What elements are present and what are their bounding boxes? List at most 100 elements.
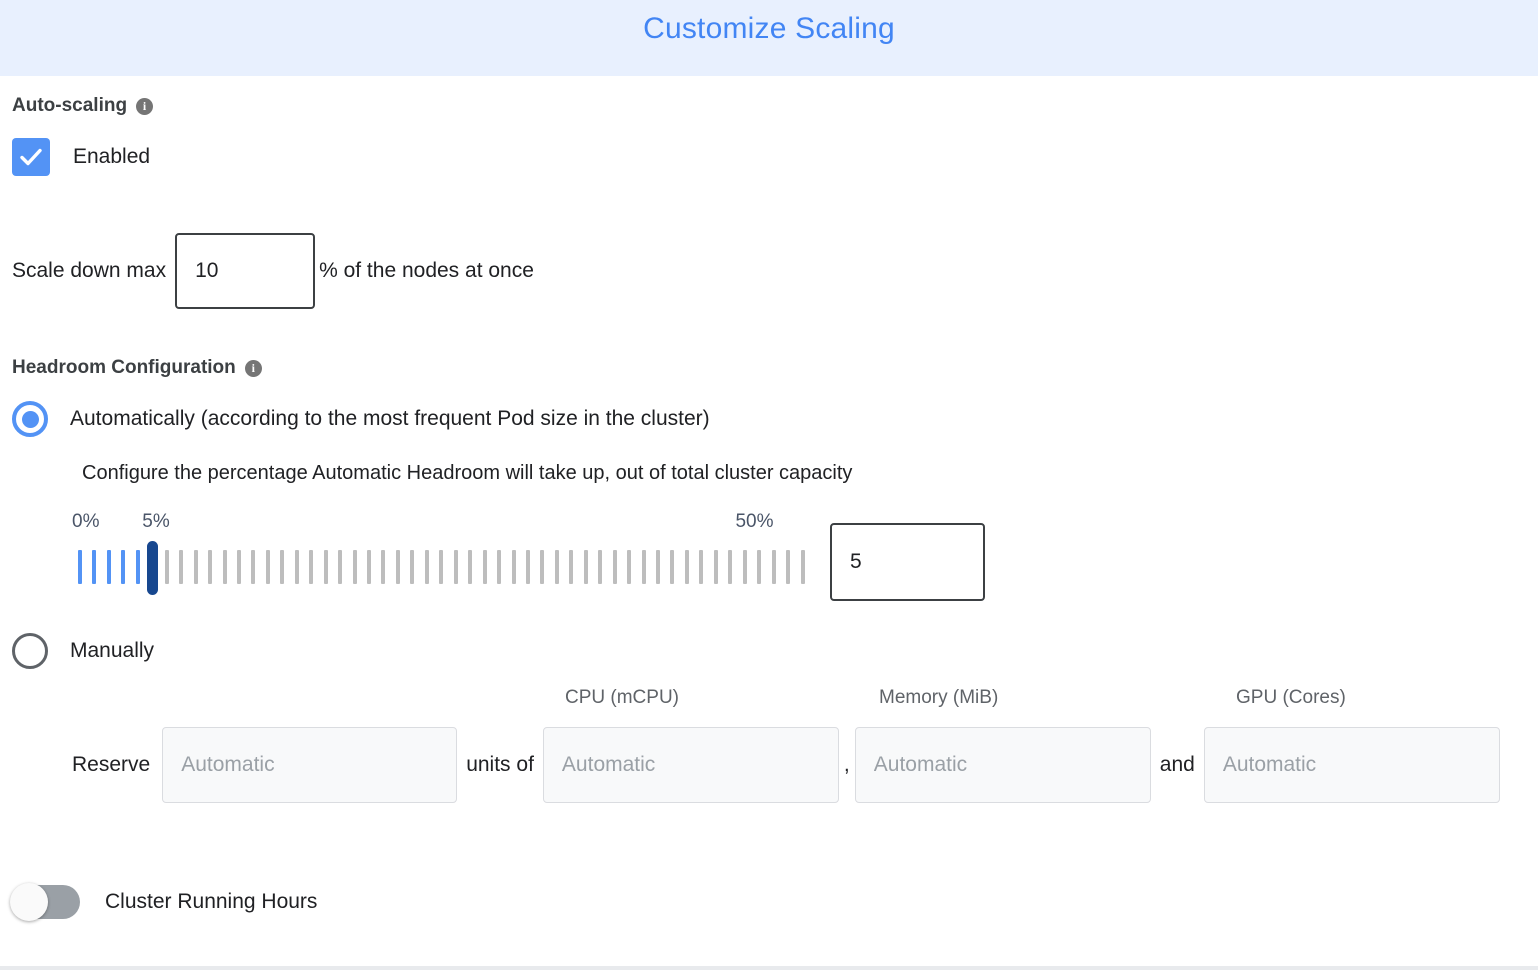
slider-max-label: 50% bbox=[735, 511, 774, 532]
slider-thumb[interactable] bbox=[146, 541, 158, 595]
scale-down-max-row: Scale down max % of the nodes at once bbox=[12, 233, 1526, 309]
manual-column-headers: CPU (mCPU) Memory (MiB) GPU (Cores) bbox=[12, 687, 1526, 717]
slider-tick[interactable] bbox=[583, 550, 588, 584]
slider-tick[interactable] bbox=[367, 550, 371, 584]
slider-tick[interactable] bbox=[482, 550, 487, 584]
slider-tick[interactable] bbox=[78, 550, 82, 584]
headroom-percentage-input[interactable] bbox=[830, 523, 985, 601]
slider-tick[interactable] bbox=[179, 550, 184, 584]
slider-tick[interactable] bbox=[352, 550, 357, 584]
slider-tick[interactable] bbox=[338, 550, 343, 584]
column-header-cpu: CPU (mCPU) bbox=[565, 687, 679, 708]
enabled-label: Enabled bbox=[73, 145, 151, 168]
slider-tick[interactable] bbox=[786, 550, 791, 584]
slider-tick[interactable] bbox=[121, 550, 126, 584]
slider-tick[interactable] bbox=[106, 550, 111, 584]
column-header-memory: Memory (MiB) bbox=[879, 687, 999, 708]
slider-tick[interactable] bbox=[236, 550, 241, 584]
slider-tick[interactable] bbox=[497, 550, 502, 584]
slider-tick[interactable] bbox=[410, 550, 415, 584]
column-header-gpu: GPU (Cores) bbox=[1236, 687, 1346, 708]
info-icon[interactable]: i bbox=[136, 97, 154, 115]
slider-tick[interactable] bbox=[554, 550, 559, 584]
bottom-divider bbox=[0, 966, 1538, 970]
checkmark-icon bbox=[20, 148, 42, 166]
reserve-cpu-input[interactable] bbox=[542, 727, 839, 803]
slider-tick[interactable] bbox=[713, 550, 718, 584]
radio-automatic[interactable] bbox=[12, 401, 48, 437]
reserve-gpu-input[interactable] bbox=[1203, 727, 1500, 803]
slider-tick[interactable] bbox=[323, 550, 328, 584]
slider-tick[interactable] bbox=[395, 550, 400, 584]
slider-tick[interactable] bbox=[511, 550, 516, 584]
slider-tick[interactable] bbox=[684, 550, 689, 584]
slider-tick[interactable] bbox=[222, 550, 227, 584]
manual-reserve-row: Reserve units of , and bbox=[12, 727, 1526, 803]
slider-tick[interactable] bbox=[280, 550, 285, 584]
slider-tick[interactable] bbox=[670, 550, 675, 584]
scale-down-max-label: Scale down max bbox=[12, 259, 167, 282]
slider-tick[interactable] bbox=[92, 550, 97, 584]
dialog-header: Customize Scaling bbox=[0, 0, 1538, 76]
radio-manually[interactable] bbox=[12, 633, 48, 669]
reserve-units-input[interactable] bbox=[162, 727, 458, 803]
cluster-running-hours-row: Cluster Running Hours bbox=[10, 883, 1526, 921]
slider-tick[interactable] bbox=[424, 550, 429, 584]
headroom-manual-row: Manually bbox=[12, 633, 1526, 669]
reserve-memory-input[interactable] bbox=[854, 727, 1151, 803]
headroom-label: Headroom Configuration bbox=[12, 357, 236, 378]
slider-tick[interactable] bbox=[612, 550, 617, 584]
headroom-section-title: Headroom Configuration i bbox=[12, 357, 1526, 379]
radio-automatic-label: Automatically (according to the most fre… bbox=[70, 407, 710, 430]
slider-tick[interactable] bbox=[164, 550, 169, 584]
slider-tick[interactable] bbox=[771, 550, 776, 584]
radio-manually-label: Manually bbox=[70, 639, 155, 662]
scale-down-max-suffix: % of the nodes at once bbox=[319, 259, 534, 282]
slider-tick[interactable] bbox=[742, 550, 747, 584]
slider-tick[interactable] bbox=[265, 550, 270, 584]
slider-min-label: 0% bbox=[72, 511, 100, 532]
slider-tick[interactable] bbox=[656, 550, 660, 584]
slider-tick[interactable] bbox=[525, 550, 530, 584]
slider-tick-labels: 0% 5% 50% bbox=[12, 511, 1526, 537]
slider-tick[interactable] bbox=[757, 550, 762, 584]
scale-down-max-input[interactable] bbox=[175, 233, 316, 309]
slider-tick[interactable] bbox=[208, 550, 213, 584]
comma-separator: , bbox=[843, 753, 850, 776]
slider-tick[interactable] bbox=[598, 550, 603, 584]
slider-tick[interactable] bbox=[453, 550, 458, 584]
slider-tick[interactable] bbox=[468, 550, 473, 584]
slider-tick[interactable] bbox=[641, 550, 646, 584]
slider-tick[interactable] bbox=[800, 550, 805, 584]
slider-tick[interactable] bbox=[699, 550, 704, 584]
cluster-running-hours-label: Cluster Running Hours bbox=[105, 890, 318, 913]
auto-scaling-enabled-row: Enabled bbox=[12, 138, 1526, 176]
reserve-label: Reserve bbox=[72, 753, 151, 776]
dialog-body: Auto-scaling i Enabled Scale down max % … bbox=[0, 95, 1538, 921]
enabled-checkbox[interactable] bbox=[12, 138, 50, 176]
units-of-label: units of bbox=[466, 753, 534, 776]
slider-track[interactable] bbox=[12, 541, 1526, 595]
slider-tick[interactable] bbox=[135, 550, 140, 584]
slider-tick[interactable] bbox=[381, 550, 386, 584]
slider-tick[interactable] bbox=[193, 550, 198, 584]
slider-tick[interactable] bbox=[294, 550, 299, 584]
slider-tick[interactable] bbox=[251, 550, 256, 584]
slider-tick[interactable] bbox=[728, 550, 733, 584]
auto-scaling-label: Auto-scaling bbox=[12, 95, 128, 116]
headroom-help-text: Configure the percentage Automatic Headr… bbox=[82, 462, 853, 484]
slider-value-label: 5% bbox=[142, 511, 170, 532]
toggle-knob-icon bbox=[10, 883, 48, 921]
slider-tick[interactable] bbox=[439, 550, 444, 584]
cluster-running-hours-toggle[interactable] bbox=[10, 883, 80, 921]
auto-scaling-section-title: Auto-scaling i bbox=[12, 95, 1526, 117]
page-title: Customize Scaling bbox=[643, 12, 895, 45]
and-label: and bbox=[1159, 753, 1195, 776]
slider-tick[interactable] bbox=[627, 550, 632, 584]
slider-tick[interactable] bbox=[309, 550, 314, 584]
headroom-automatic-row: Automatically (according to the most fre… bbox=[12, 401, 1526, 437]
headroom-percentage-slider-area: 0% 5% 50% bbox=[12, 511, 1526, 611]
info-icon[interactable]: i bbox=[244, 359, 262, 377]
slider-tick[interactable] bbox=[540, 550, 545, 584]
slider-tick[interactable] bbox=[569, 550, 574, 584]
